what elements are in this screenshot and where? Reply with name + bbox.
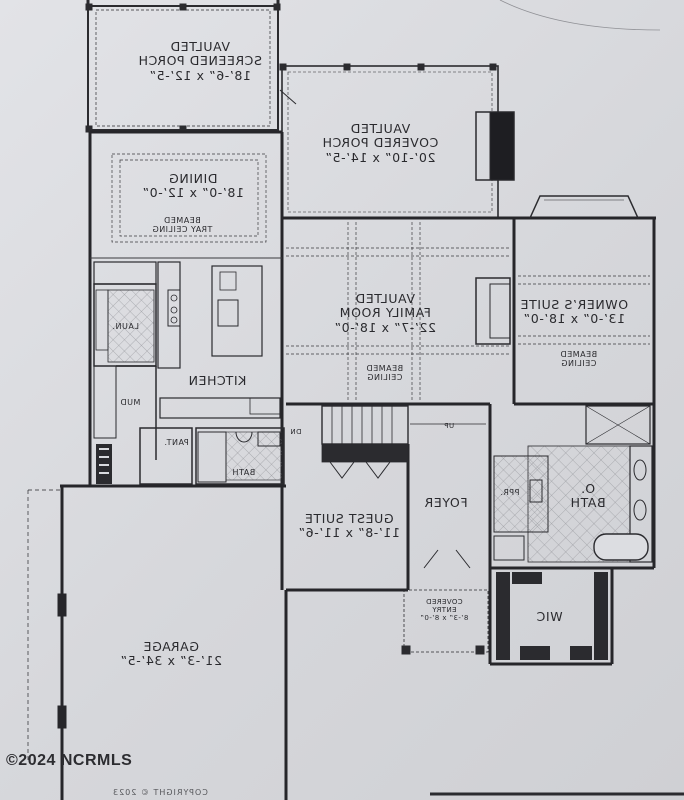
covered-porch-dims: 20’-10” x 14’-5” [324,149,436,165]
stray-arc [499,0,661,31]
family-room-line2: FAMILY ROOM [339,305,431,321]
garage-label: GARAGE 21’-3” x 34’-5” [120,639,222,669]
copyright-note: COPYRIGHT © 2023 [112,788,208,797]
covered-entry-dims: 8’-3” x 8’-0” [420,614,469,623]
covered-entry-line1: COVERED [425,598,463,606]
family-note2: CEILING [366,373,403,383]
family-ceiling-note: BEAMED CEILING [366,364,403,382]
screened-porch-label: VAULTED SCREENED PORCH 18’-6” x 12’-5” [138,39,262,83]
screened-porch-dims: 18’-6” x 12’-5” [149,67,251,83]
owners-ceiling-note: BEAMED CEILING [560,350,597,368]
pantry-label: PANT. [164,438,189,447]
guest-suite-dims: 11’-8” x 11’-6” [298,525,400,541]
family-room-dims: 22’-7” x 18’-0” [334,319,436,335]
dining-note1: BEAMED [163,216,201,225]
garage-name: GARAGE [143,639,199,654]
family-room-label: VAULTED FAMILY ROOM 22’-7” x 18’-0” [334,291,436,335]
guest-suite-label: GUEST SUITE 11’-8” x 11’-6” [298,511,400,541]
laundry-mud [93,283,157,460]
mud-lockers [96,444,112,484]
family-note1: BEAMED [366,364,404,373]
kitchen-fixtures [93,261,281,419]
screened-porch-line1: VAULTED [169,39,231,54]
owners-beams [518,275,650,345]
stairs-down-label: DN [290,428,302,436]
covered-porch-line1: VAULTED [350,121,411,136]
dining-tray-ceiling [90,153,282,259]
family-room-beams [286,222,510,400]
owner-bath-line1: O. [580,481,596,496]
pantry-bath [139,427,285,485]
owners-bay [529,195,639,219]
dining-note2: TRAY CEILING [152,225,213,235]
dining-name: DINING [168,171,218,186]
stairs [321,405,486,463]
owners-suite-label: OWNER’S SUITE 13’-0” x 18’-0” [520,297,629,327]
owners-suite-name: OWNER’S SUITE [520,297,629,312]
kitchen-label: KITCHEN [188,373,247,388]
covered-entry-label: COVERED ENTRY 8’-3” x 8’-0” [420,598,468,622]
owners-note2: CEILING [560,359,597,369]
covered-entry-line2: ENTRY [431,606,457,615]
owners-suite-dims: 13’-0” x 18’-0” [523,311,626,327]
covered-entry [401,549,489,655]
owners-note1: BEAMED [560,350,598,359]
covered-porch-line2: COVERED PORCH [322,135,439,151]
family-fireplace [475,277,511,345]
guest-doors [329,461,391,479]
bath-label: BATH [232,468,256,477]
family-room-line1: VAULTED [354,291,416,306]
main-walls [88,130,656,666]
stairs-up-label: UP [444,422,455,430]
owner-bath [493,405,653,563]
garage-dims: 21’-3” x 34’-5” [120,653,222,669]
guest-suite-name: GUEST SUITE [304,511,394,526]
garage-walls [27,484,288,800]
dining-ceiling-note: BEAMED TRAY CEILING [152,216,212,234]
covered-porch-walls [279,63,515,219]
owner-bath-label: O. BATH [570,481,606,511]
wic-label: WIC [536,609,563,624]
dining-dims: 18’-0” x 12’-0” [142,185,244,201]
mud-label: MUD [120,398,141,407]
laundry-label: LAUN. [112,322,139,331]
foyer-label: FOYER [424,495,468,510]
powder-label: PPR. [500,488,520,497]
covered-porch-label: VAULTED COVERED PORCH 20’-10” x 14’-5” [322,121,439,165]
screened-porch-line2: SCREENED PORCH [138,53,262,69]
mls-watermark: ©2024 NCRMLS [6,752,133,769]
dining-label: DINING 18’-0” x 12’-0” [142,171,244,201]
wic-shelves [496,572,608,660]
owner-bath-line2: BATH [570,495,606,511]
